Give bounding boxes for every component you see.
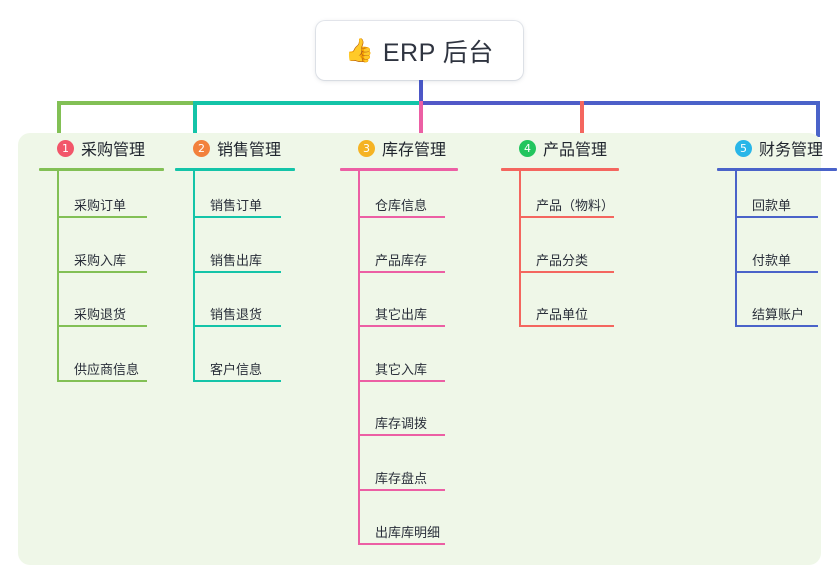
thumbs-up-icon: 👍 bbox=[345, 37, 374, 63]
connector-drop-4 bbox=[580, 101, 584, 137]
branch-leaf-rule bbox=[57, 216, 147, 218]
branch-leaf-label: 出库库明细 bbox=[375, 525, 441, 540]
branch-leaf-label: 回款单 bbox=[752, 198, 792, 213]
branch-column-1: 1 采购管理采购订单采购入库采购退货供应商信息 bbox=[39, 133, 164, 382]
branch-leaf-label: 其它入库 bbox=[375, 361, 428, 377]
branch-leaf-rule bbox=[519, 325, 614, 327]
branch-leaf-rule bbox=[57, 270, 147, 273]
branch-title: 产品管理 bbox=[543, 142, 608, 159]
branch-leaf-rule bbox=[193, 379, 281, 382]
branch-spine bbox=[358, 171, 360, 545]
connector-drop-5 bbox=[816, 101, 820, 137]
branch-header-rule bbox=[39, 168, 164, 171]
branch-leaf-label: 采购退货 bbox=[74, 307, 127, 322]
branch-header-1[interactable]: 1 采购管理 bbox=[39, 133, 164, 163]
branch-leaf-rule bbox=[519, 270, 614, 273]
connector-bus-segment-blue bbox=[419, 101, 719, 105]
branch-leaf-rule bbox=[358, 325, 445, 327]
branch-leaf-label: 销售退货 bbox=[210, 307, 263, 322]
branch-leaf-label: 仓库信息 bbox=[375, 198, 428, 213]
branch-leaf-rule bbox=[193, 270, 281, 273]
branch-leaf-label: 采购入库 bbox=[74, 252, 127, 268]
branch-header-4[interactable]: 4 产品管理 bbox=[501, 133, 619, 163]
branch-number-badge: 3 bbox=[358, 139, 375, 157]
branch-number-badge: 4 bbox=[519, 139, 536, 157]
branch-leaf-rule bbox=[358, 434, 445, 436]
branch-leaf-rule bbox=[358, 543, 445, 545]
branch-column-2: 2 销售管理销售订单销售出库销售退货客户信息 bbox=[175, 133, 295, 382]
branch-header-3[interactable]: 3 库存管理 bbox=[340, 133, 458, 163]
branch-column-4: 4 产品管理产品（物料） 产品分类产品单位 bbox=[501, 133, 619, 327]
branch-leaf-rule bbox=[735, 325, 818, 327]
branch-leaf-rule bbox=[358, 488, 445, 491]
branch-leaf-label: 库存盘点 bbox=[375, 470, 428, 486]
branch-column-5: 5 财务管理回款单付款单结算账户 bbox=[717, 133, 837, 327]
connector-drop-2 bbox=[193, 101, 197, 137]
branch-leaf-rule bbox=[358, 379, 445, 382]
branch-leaf-label: 采购订单 bbox=[74, 198, 127, 213]
branch-leaf-label: 库存调拨 bbox=[375, 416, 428, 431]
branch-header-2[interactable]: 2 销售管理 bbox=[175, 133, 295, 163]
branch-leaf-label: 产品分类 bbox=[536, 252, 589, 268]
branch-spine bbox=[193, 171, 195, 382]
branch-header-5[interactable]: 5 财务管理 bbox=[717, 133, 837, 163]
branch-leaf-rule bbox=[193, 216, 281, 218]
branch-leaf-label: 销售订单 bbox=[210, 198, 263, 213]
branch-header-rule bbox=[175, 168, 295, 171]
branch-title: 采购管理 bbox=[81, 142, 146, 159]
branch-leaf-label: 产品单位 bbox=[536, 307, 589, 322]
branch-header-rule bbox=[501, 168, 619, 171]
root-node[interactable]: 👍 ERP 后台 bbox=[316, 21, 523, 80]
branch-leaf-rule bbox=[735, 270, 818, 273]
branch-number-badge: 1 bbox=[57, 139, 74, 157]
branch-leaf-rule bbox=[358, 216, 445, 218]
branch-title: 财务管理 bbox=[759, 142, 824, 159]
branch-leaf-label: 产品（物料） bbox=[536, 198, 615, 213]
branch-spine bbox=[57, 171, 59, 382]
branch-leaf-label: 供应商信息 bbox=[74, 361, 140, 377]
branches-panel: 1 采购管理采购订单采购入库采购退货供应商信息 2 销售管理销售订单销售出库销售退货客… bbox=[18, 133, 837, 565]
branch-leaf-label: 销售出库 bbox=[210, 252, 263, 268]
root-node-title: ERP 后台 bbox=[382, 38, 494, 67]
connector-bus-segment-blue-end bbox=[717, 101, 820, 105]
branch-leaf-rule bbox=[519, 216, 614, 218]
branch-leaf-label: 客户信息 bbox=[210, 361, 263, 377]
branch-leaf-rule bbox=[735, 216, 818, 218]
branch-leaf-rule bbox=[57, 379, 147, 382]
branch-leaf-rule bbox=[358, 270, 445, 273]
branch-header-rule bbox=[717, 168, 837, 171]
branch-header-rule bbox=[340, 168, 458, 171]
branch-leaf-label: 付款单 bbox=[752, 252, 792, 268]
branch-number-badge: 2 bbox=[193, 139, 210, 157]
branch-leaf-rule bbox=[193, 325, 281, 327]
connector-drop-1 bbox=[57, 101, 61, 137]
branch-number-badge: 5 bbox=[735, 139, 752, 157]
connector-bus-segment-teal bbox=[193, 101, 421, 105]
branch-title: 销售管理 bbox=[217, 142, 282, 159]
branch-leaf-label: 其它出库 bbox=[375, 307, 428, 322]
connector-drop-3 bbox=[419, 101, 423, 137]
connector-bus-segment-green bbox=[57, 101, 195, 105]
branch-column-3: 3 库存管理仓库信息产品库存其它出库其它入库库存调拨库存盘点出库库明细 bbox=[340, 133, 458, 545]
branch-leaf-label: 产品库存 bbox=[375, 252, 428, 268]
branch-leaf-rule bbox=[57, 325, 147, 327]
root-connector-stem bbox=[419, 80, 423, 103]
branch-leaf-label: 结算账户 bbox=[752, 307, 805, 322]
branch-title: 库存管理 bbox=[382, 142, 447, 159]
branch-spine bbox=[735, 171, 737, 327]
branch-spine bbox=[519, 171, 521, 327]
